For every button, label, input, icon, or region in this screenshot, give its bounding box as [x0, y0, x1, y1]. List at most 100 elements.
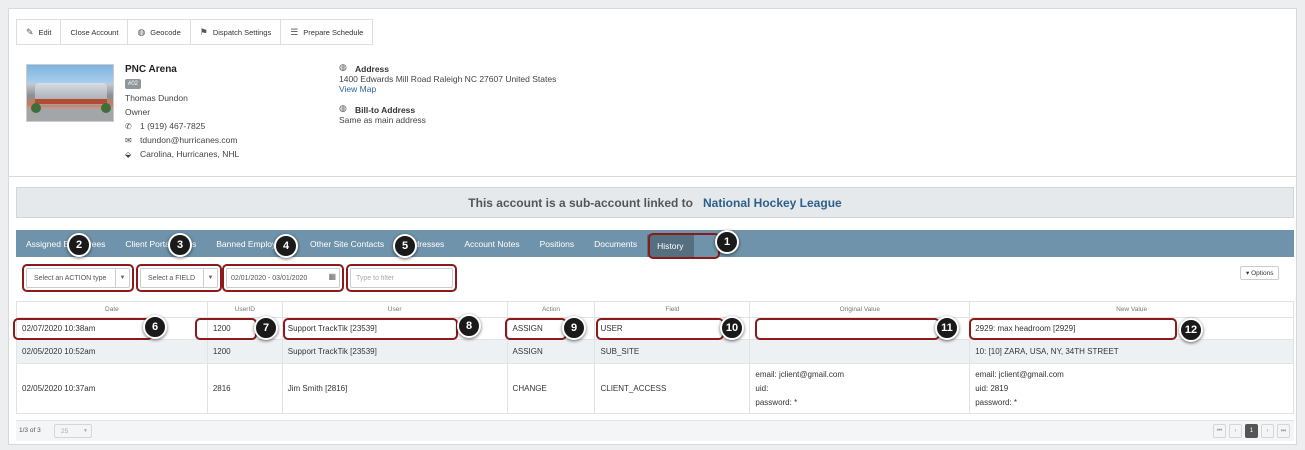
callout-number: 5 — [393, 234, 417, 258]
banner-text: This account is a sub-account linked to — [468, 195, 693, 210]
cell-userid: 1200 — [206, 339, 283, 364]
cell-user: Jim Smith [2816] — [281, 363, 508, 414]
chevron-down-icon: ▼ — [83, 428, 88, 434]
tab-addresses[interactable]: Addresses — [404, 238, 445, 249]
original-value-line: email: jclient@gmail.com — [755, 369, 844, 379]
tab-documents[interactable]: Documents — [594, 238, 638, 249]
cell-action: ASSIGN — [506, 339, 596, 364]
callout-number: 3 — [168, 233, 192, 257]
tab-other-site-contacts[interactable]: Other Site Contacts — [309, 238, 385, 249]
callout-number: 8 — [457, 314, 481, 338]
callout-number: 11 — [935, 316, 959, 340]
last-page-button[interactable]: ⏭ — [1277, 424, 1290, 438]
search-input[interactable] — [356, 274, 451, 282]
envelope-icon: ✉ — [125, 135, 132, 145]
tab-account-notes[interactable]: Account Notes — [464, 238, 520, 249]
close-account-button[interactable]: Close Account — [61, 20, 129, 44]
original-value-line: uid: — [755, 383, 769, 393]
tab-positions[interactable]: Positions — [539, 238, 575, 249]
account-name: PNC Arena — [125, 64, 177, 75]
prev-page-button[interactable]: ‹ — [1229, 424, 1242, 438]
contact-role: Owner — [125, 107, 151, 117]
account-badge: #02 — [125, 79, 142, 89]
cell-new-value: 10: [10] ZARA, USA, NY, 34TH STREET — [969, 339, 1294, 364]
globe-icon: ◍ — [137, 26, 146, 37]
cell-field: CLIENT_ACCESS — [594, 363, 751, 414]
globe-icon: ◍ — [339, 62, 347, 72]
sub-account-banner: This account is a sub-account linked to … — [16, 187, 1294, 218]
column-header-date[interactable]: Date — [16, 301, 208, 318]
geocode-button[interactable]: ◍ Geocode — [128, 20, 191, 44]
table-row[interactable]: 02/05/2020 10:37am 2816 Jim Smith [2816]… — [16, 363, 1294, 414]
table-header-row: Date UserID User Action Field Original V… — [16, 301, 1294, 318]
callout-number: 9 — [562, 316, 586, 340]
cell-action: CHANGE — [506, 363, 596, 414]
action-type-select[interactable]: Select an ACTION type ▼ — [26, 268, 130, 288]
cell-date: 02/05/2020 10:52am — [16, 339, 208, 364]
cell-original-value — [749, 339, 971, 364]
callout-number: 6 — [143, 315, 167, 339]
contact-name: Thomas Dundon — [125, 93, 188, 103]
tab-banned-employees[interactable]: Banned Employees — [216, 238, 290, 249]
globe-icon: ◍ — [339, 103, 347, 113]
tab-history[interactable]: History — [647, 234, 694, 257]
bill-to-value: Same as main address — [339, 115, 426, 125]
tab-assigned-employees[interactable]: Assigned Employees — [26, 238, 106, 249]
prepare-schedule-button[interactable]: ☰ Prepare Schedule — [290, 26, 364, 37]
pencil-icon: ✎ — [26, 26, 34, 37]
address-value: 1400 Edwards Mill Road Raleigh NC 27607 … — [339, 74, 557, 84]
tab-client-portal-users[interactable]: Client Portal Users — [125, 238, 197, 249]
callout-number: 12 — [1179, 318, 1203, 342]
first-page-button[interactable]: ⏮ — [1213, 424, 1226, 438]
parent-account-link[interactable]: National Hockey League — [702, 195, 842, 210]
record-count: 1/3 of 3 — [19, 427, 41, 434]
address-title: Address — [355, 64, 390, 74]
bill-to-title: Bill-to Address — [355, 105, 416, 115]
cell-date: 02/07/2020 10:38am — [16, 317, 208, 340]
new-value-line: password: * — [975, 397, 1018, 407]
page-1-button[interactable]: 1 — [1245, 424, 1258, 438]
pagination: ⏮ ‹ 1 › ⏭ — [1213, 424, 1290, 438]
new-value-line: email: jclient@gmail.com — [975, 369, 1064, 379]
page-size-select[interactable]: 25 ▼ — [54, 424, 92, 438]
cell-date: 02/05/2020 10:37am — [16, 363, 208, 414]
callout-number: 2 — [67, 233, 91, 257]
chevron-down-icon: ▼ — [203, 269, 217, 287]
callout-number: 1 — [715, 230, 739, 254]
next-page-button[interactable]: › — [1261, 424, 1274, 438]
pin-icon: ⚑ — [199, 26, 208, 37]
calendar-icon: ▦ — [328, 272, 336, 281]
phone-icon: ✆ — [125, 121, 132, 131]
tag-icon: ⬙ — [125, 149, 132, 159]
view-map-link[interactable]: View Map — [339, 84, 377, 94]
column-header-action[interactable]: Action — [506, 301, 596, 318]
cell-field: SUB_SITE — [594, 339, 751, 364]
tab-bar: Assigned Employees Client Portal Users B… — [16, 230, 1294, 257]
column-header-userid[interactable]: UserID — [206, 301, 283, 318]
history-search-input[interactable] — [350, 268, 453, 288]
cell-new-value: email: jclient@gmail.com uid: 2819 passw… — [969, 363, 1294, 414]
column-header-user[interactable]: User — [281, 301, 508, 318]
cell-user: Support TrackTik [23539] — [281, 339, 508, 364]
contact-email[interactable]: ✉ tdundon@hurricanes.com — [125, 135, 238, 145]
contact-phone: ✆ 1 (919) 467-7825 — [125, 121, 206, 131]
date-range-input[interactable]: 02/01/2020 - 03/01/2020 ▦ — [226, 268, 340, 288]
callout-number: 4 — [274, 234, 298, 258]
chevron-down-icon: ▼ — [115, 269, 129, 287]
new-value-line: uid: 2819 — [975, 383, 1009, 393]
cell-original-value: email: jclient@gmail.com uid: password: … — [749, 363, 971, 414]
column-header-new-value[interactable]: New Value — [969, 301, 1294, 318]
column-header-original-value[interactable]: Original Value — [749, 301, 971, 318]
callout-number: 7 — [254, 316, 278, 340]
list-icon: ☰ — [290, 26, 299, 37]
table-row[interactable]: 02/07/2020 10:38am 1200 Support TrackTik… — [16, 317, 1294, 340]
column-header-field[interactable]: Field — [594, 301, 751, 318]
table-row[interactable]: 02/05/2020 10:52am 1200 Support TrackTik… — [16, 339, 1294, 364]
options-button[interactable]: ▾ Options — [1240, 266, 1280, 280]
cell-userid: 2816 — [206, 363, 283, 414]
field-select[interactable]: Select a FIELD ▼ — [140, 268, 218, 288]
cell-new-value: 2929: max headroom [2929] — [969, 317, 1294, 340]
divider — [8, 176, 1297, 177]
dispatch-settings-button[interactable]: ⚑ Dispatch Settings — [191, 20, 282, 44]
edit-button[interactable]: ✎ Edit — [17, 20, 62, 44]
